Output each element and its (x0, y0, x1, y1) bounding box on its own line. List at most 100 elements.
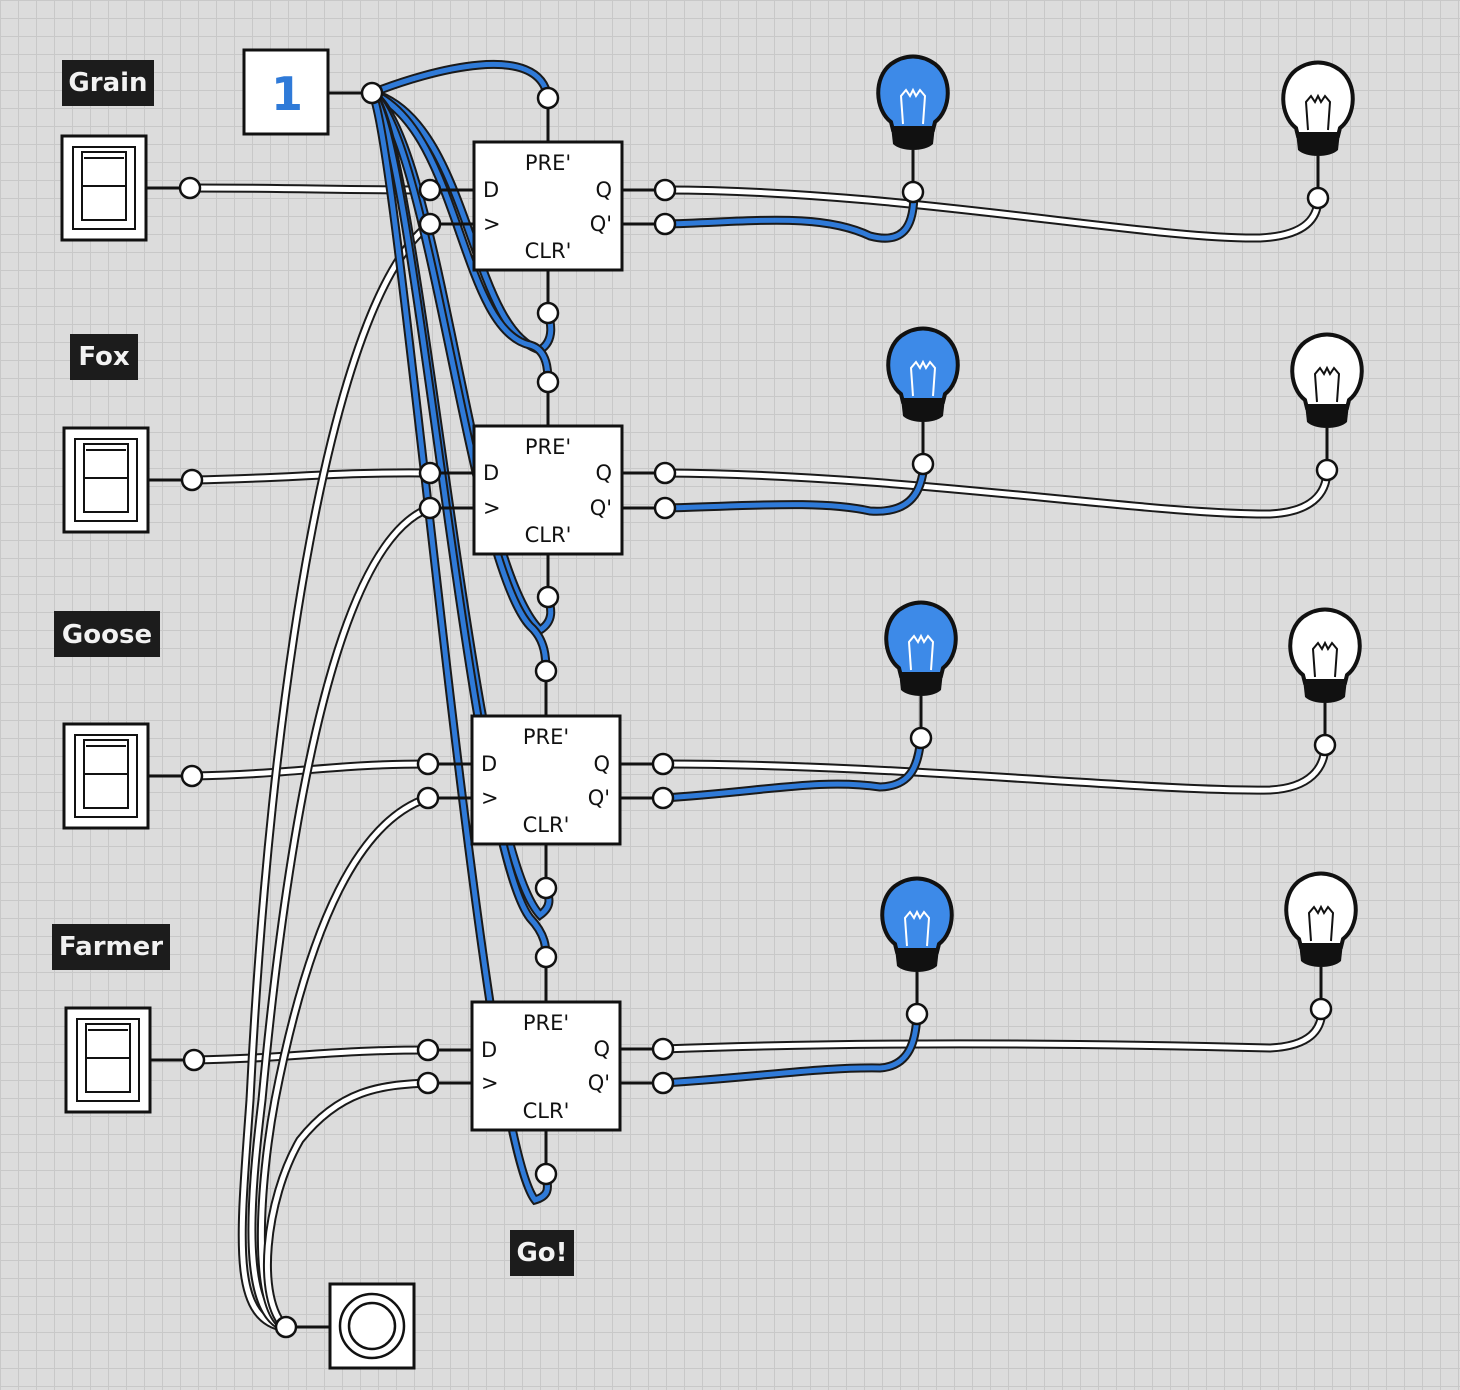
switch-farmer-output-pin[interactable] (182, 1048, 206, 1072)
ff4-q-label: Q (593, 1037, 610, 1061)
bulb-on-icon (886, 326, 960, 404)
wire-q2-to-bulb (660, 465, 1332, 519)
ff3-d-label: D (481, 752, 497, 776)
ff4-clk-label: > (481, 1071, 499, 1095)
wire-switch-fox-to-d (187, 468, 435, 485)
flip-flop-2[interactable]: PRE' CLR' D > Q Q' (418, 370, 677, 609)
ff1-pre-label: PRE' (525, 151, 571, 175)
ff4-clr-pin[interactable] (534, 1162, 558, 1186)
ff3-pre-label: PRE' (523, 725, 569, 749)
switch-fox-output-pin[interactable] (180, 468, 204, 492)
ff2-clr-pin[interactable] (536, 585, 560, 609)
wire-switch-goose-to-d (187, 759, 433, 781)
go-push-button[interactable] (274, 1282, 416, 1370)
switch-goose[interactable] (62, 722, 204, 830)
ff1-d-label: D (483, 178, 499, 202)
bulb-q-1 (1281, 60, 1355, 210)
switch-fox[interactable] (62, 426, 204, 534)
ff1-pre-pin[interactable] (536, 86, 560, 110)
label-goose: Goose (54, 611, 160, 657)
switch-grain[interactable] (60, 134, 202, 242)
go-button-output-pin[interactable] (274, 1315, 298, 1339)
wire-qn1-to-bulb (660, 187, 919, 243)
constant-value: 1 (271, 67, 303, 121)
wire-const-to-clr-4 (367, 88, 552, 1206)
ff1-clk-pin[interactable] (418, 212, 442, 236)
bulb-q-1-pin[interactable] (1306, 186, 1330, 210)
bulb-on-icon (880, 876, 954, 954)
switch-goose-output-pin[interactable] (180, 764, 204, 788)
bulb-on-icon (884, 600, 958, 678)
wire-clock-1 (237, 219, 435, 1333)
ff2-pre-pin[interactable] (536, 370, 560, 394)
ff4-q-pin[interactable] (651, 1037, 675, 1061)
ff3-clk-label: > (481, 786, 499, 810)
wire-q4-to-bulb (658, 1004, 1327, 1054)
wire-clock-2 (247, 503, 435, 1333)
bulb-q-4-pin[interactable] (1309, 997, 1333, 1021)
ff3-qn-pin[interactable] (651, 786, 675, 810)
ff4-clr-label: CLR' (523, 1099, 570, 1123)
ff4-pre-pin[interactable] (534, 945, 558, 969)
bulb-off-icon (1284, 871, 1358, 949)
ff2-qn-pin[interactable] (653, 496, 677, 520)
ff1-clr-pin[interactable] (536, 301, 560, 325)
switch-farmer[interactable] (64, 1006, 206, 1114)
bulb-q-4 (1284, 871, 1358, 1021)
ff4-qn-pin[interactable] (651, 1071, 675, 1095)
bulb-qn-2-pin[interactable] (911, 452, 935, 476)
ff4-clk-pin[interactable] (416, 1071, 440, 1095)
bulb-qn-3 (884, 600, 958, 750)
ff3-clr-pin[interactable] (534, 876, 558, 900)
wire-q3-to-bulb (658, 740, 1330, 795)
bulb-off-icon (1290, 332, 1364, 410)
label-farmer-text: Farmer (59, 932, 163, 962)
label-fox-text: Fox (78, 342, 130, 372)
bulb-q-3-pin[interactable] (1313, 733, 1337, 757)
label-grain: Grain (62, 60, 154, 106)
bulb-q-3 (1288, 607, 1362, 757)
ff2-pre-label: PRE' (525, 435, 571, 459)
wire-switch-farmer-to-d (189, 1045, 433, 1065)
ff2-clk-label: > (483, 496, 501, 520)
switch-grain-output-pin[interactable] (178, 176, 202, 200)
wire-q1-to-bulb (660, 185, 1323, 243)
ff3-pre-pin[interactable] (534, 659, 558, 683)
ff4-d-pin[interactable] (416, 1038, 440, 1062)
flip-flop-4[interactable]: PRE' CLR' D > Q Q' (416, 945, 675, 1186)
ff3-q-label: Q (593, 752, 610, 776)
label-goose-text: Goose (62, 620, 152, 650)
label-go-text: Go! (516, 1238, 567, 1268)
wire-const-to-pre-4 (367, 88, 551, 962)
ff2-q-pin[interactable] (653, 461, 677, 485)
flip-flop-3[interactable]: PRE' CLR' D > Q Q' (416, 659, 675, 900)
label-fox: Fox (70, 334, 138, 380)
bulb-qn-3-pin[interactable] (909, 726, 933, 750)
ff3-q-pin[interactable] (651, 752, 675, 776)
ff1-clk-label: > (483, 212, 501, 236)
bulb-qn-4-pin[interactable] (905, 1002, 929, 1026)
ff1-d-pin[interactable] (418, 178, 442, 202)
bulb-q-2 (1290, 332, 1364, 482)
bulb-on-icon (876, 54, 950, 132)
ff3-clk-pin[interactable] (416, 786, 440, 810)
ff2-clr-label: CLR' (525, 523, 572, 547)
ff1-qn-pin[interactable] (653, 212, 677, 236)
ff1-qn-label: Q' (590, 212, 612, 236)
ff2-qn-label: Q' (590, 496, 612, 520)
ff1-clr-label: CLR' (525, 239, 572, 263)
ff2-d-label: D (483, 461, 499, 485)
constant-output-pin[interactable] (360, 81, 384, 105)
bulb-q-2-pin[interactable] (1315, 458, 1339, 482)
ff3-d-pin[interactable] (416, 752, 440, 776)
bulb-qn-1-pin[interactable] (901, 180, 925, 204)
ff1-q-pin[interactable] (653, 178, 677, 202)
ff2-d-pin[interactable] (418, 461, 442, 485)
ff2-clk-pin[interactable] (418, 496, 442, 520)
wire-qn2-to-bulb (660, 459, 929, 516)
flip-flop-1[interactable]: PRE' CLR' D > Q Q' (418, 86, 677, 325)
wire-const-to-pre-2 (367, 88, 553, 387)
constant-one[interactable]: 1 (242, 48, 384, 136)
label-farmer: Farmer (52, 924, 170, 970)
wire-qn4-to-bulb (658, 1009, 922, 1088)
